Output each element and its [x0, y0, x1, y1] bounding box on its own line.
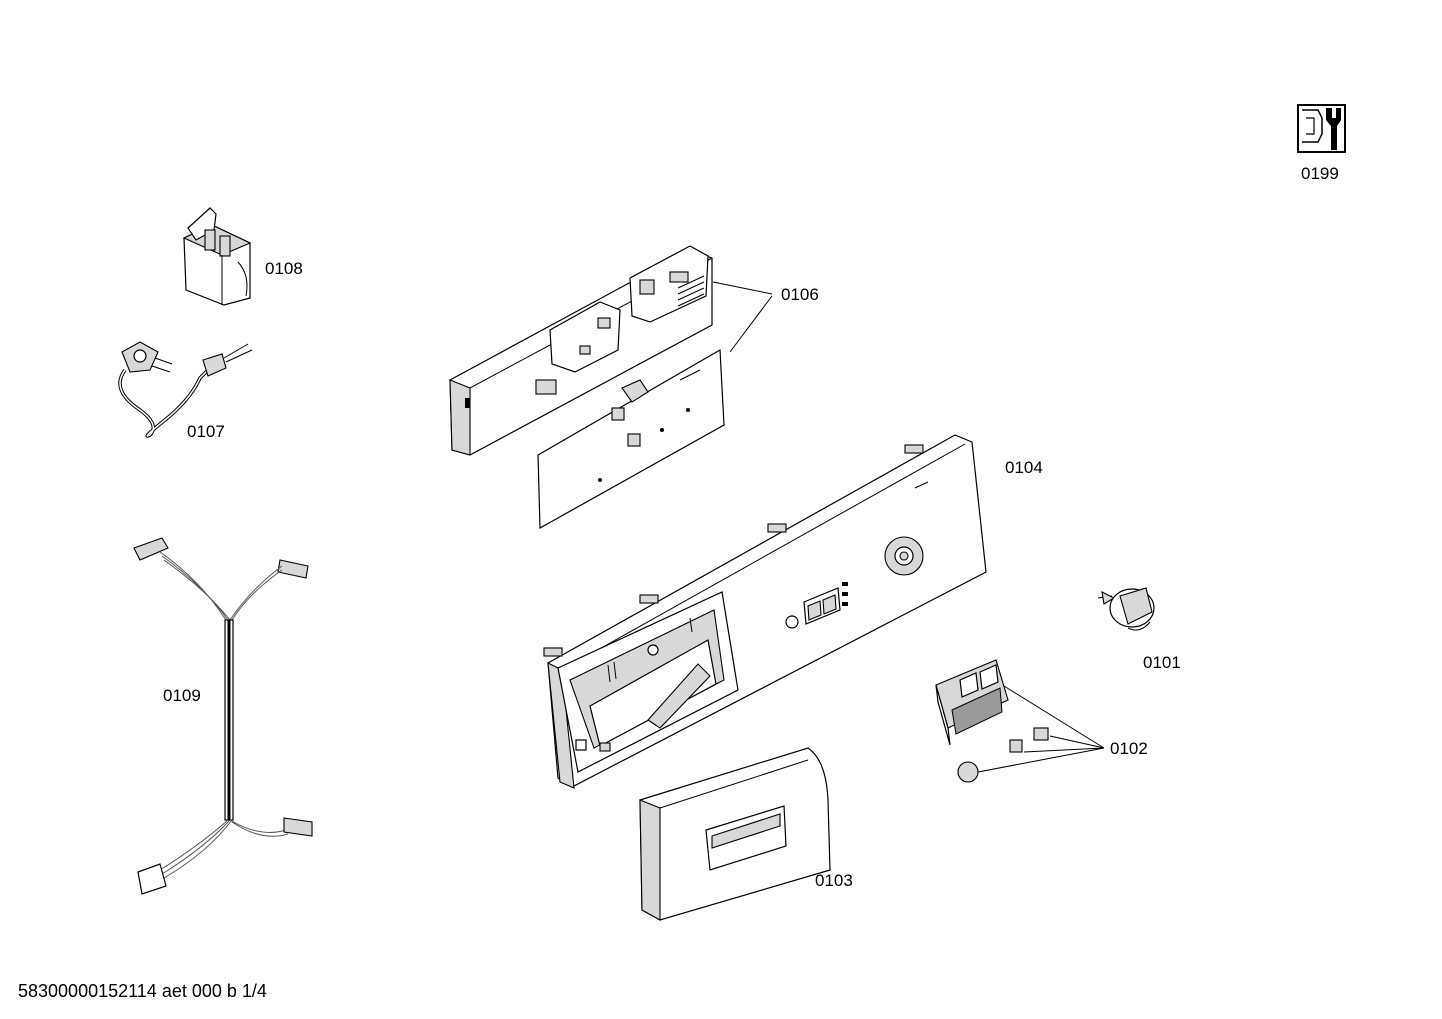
part-label-0109: 0109	[163, 686, 201, 705]
tool-icon-0199[interactable]	[1297, 104, 1346, 153]
part-label-0102: 0102	[1110, 739, 1148, 758]
pcb-board-0106[interactable]	[537, 348, 725, 530]
document-footer-id: 58300000152114 aet 000 b 1/4	[18, 981, 267, 1001]
electronic-module-housing-0106[interactable]	[449, 245, 713, 456]
wiring-harness-0109[interactable]	[133, 537, 313, 895]
drawer-handle-0103[interactable]	[639, 747, 831, 921]
power-cord-part-0107[interactable]	[118, 341, 253, 438]
knob-part-0101[interactable]	[1097, 587, 1155, 631]
control-panel-fascia-0104[interactable]	[543, 434, 987, 789]
part-label-0106: 0106	[781, 285, 819, 304]
leader-line-0106	[712, 281, 773, 353]
part-label-0103: 0103	[815, 871, 853, 890]
switch-block-part-0102[interactable]	[935, 659, 1049, 783]
part-label-0101: 0101	[1143, 653, 1181, 672]
part-label-0104: 0104	[1005, 458, 1043, 477]
part-label-0108: 0108	[265, 259, 303, 278]
part-label-0199: 0199	[1301, 164, 1339, 183]
leader-line-0102	[977, 685, 1105, 773]
filter-part-0108[interactable]	[182, 207, 252, 306]
part-label-0107: 0107	[187, 422, 225, 441]
